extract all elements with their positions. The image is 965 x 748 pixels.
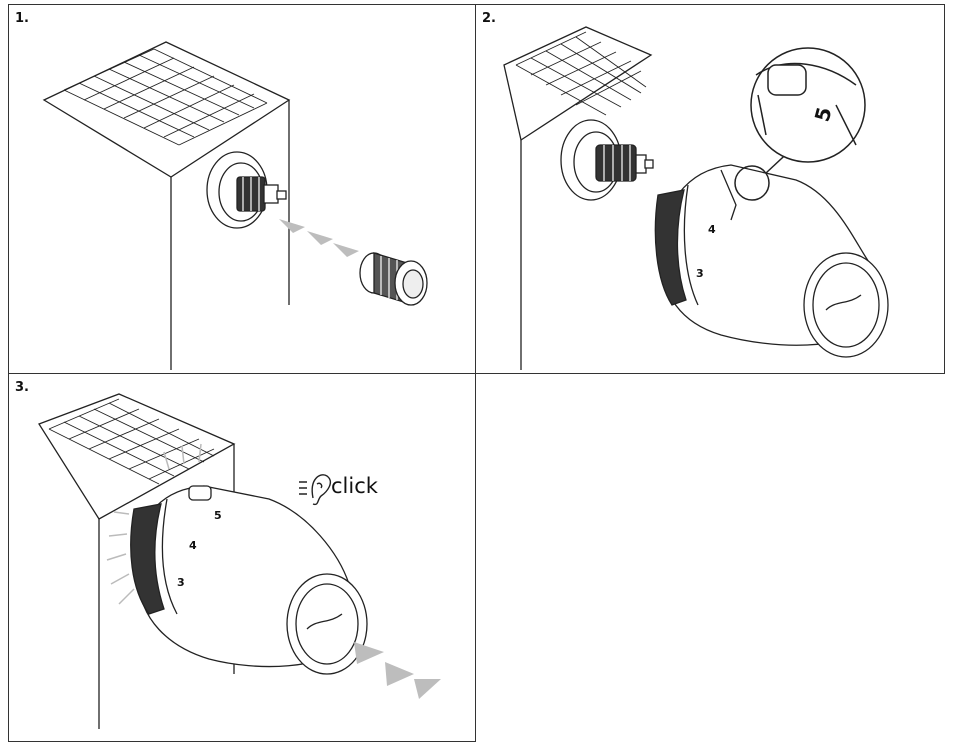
dial-mark-5: 5 — [214, 509, 222, 522]
vibration-lines — [106, 443, 202, 605]
zoom-digit: 5 — [810, 105, 837, 125]
step-1-illustration — [42, 41, 428, 370]
magnifier-callout-icon: 5 — [734, 47, 866, 201]
step-number: 3. — [15, 380, 29, 395]
radiator-icon — [42, 41, 291, 370]
radiator-icon — [503, 26, 653, 370]
valve-icon — [206, 151, 287, 229]
click-sound-label: click — [331, 474, 378, 498]
dial-mark-3: 3 — [696, 267, 704, 280]
step-3-panel: 3. 5 4 3 — [8, 373, 476, 742]
step-number: 2. — [482, 11, 496, 26]
step-3-illustration: 5 4 3 — [38, 393, 441, 729]
arrow-icon — [354, 642, 441, 699]
protective-cap-icon — [359, 252, 428, 306]
step-2-illustration: 4 3 5 — [503, 26, 889, 370]
valve-icon — [560, 119, 654, 201]
step-1-panel: 1. — [8, 4, 476, 374]
step-2-panel: 2. 4 3 — [475, 4, 945, 374]
dial-mark-4: 4 — [708, 223, 716, 236]
dial-mark-4: 4 — [189, 539, 197, 552]
thermostat-head-icon: 4 3 — [654, 164, 889, 358]
dial-mark-3: 3 — [177, 576, 185, 589]
step-number: 1. — [15, 11, 29, 26]
arrow-icon — [279, 219, 359, 257]
thermostat-head-icon: 5 4 3 — [130, 485, 368, 675]
ear-icon — [299, 474, 331, 506]
